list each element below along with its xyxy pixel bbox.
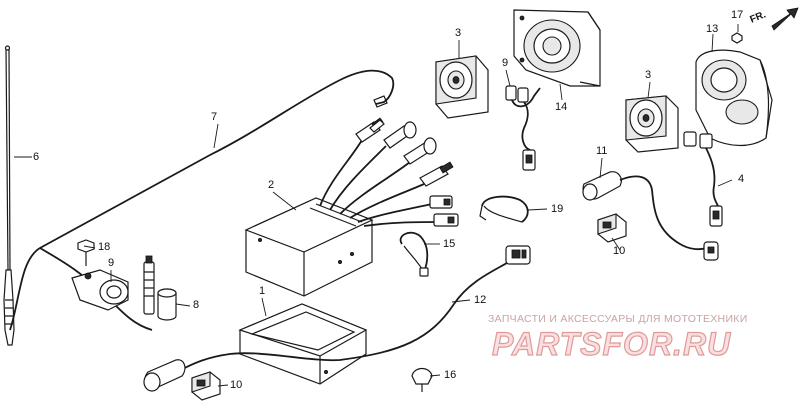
callout-14: 14 [555, 101, 568, 113]
callout-15: 15 [443, 238, 456, 250]
callout-1: 1 [259, 285, 266, 297]
speaker-right [625, 95, 679, 153]
mounting-case-1 [238, 303, 368, 385]
rubber-sleeve-8 [157, 288, 177, 321]
callout-11: 11 [596, 145, 608, 157]
watermark-tagline: ЗАПЧАСТИ И АКСЕССУАРЫ ДЛЯ МОТОТЕХНИКИ [488, 313, 748, 325]
connector-11 [582, 171, 719, 261]
speaker-harness-4 [683, 131, 723, 227]
callout-3-right: 3 [645, 69, 652, 81]
callout-16: 16 [444, 369, 457, 381]
callout-9-label: 9 [108, 257, 115, 269]
callout-18: 18 [98, 241, 111, 253]
callout-6: 6 [33, 151, 40, 163]
screw-17 [731, 32, 743, 44]
antenna-mount-bracket [71, 269, 129, 311]
watermark-logo: PARTSFOR.RU [491, 325, 732, 362]
clip-16 [411, 367, 433, 392]
callout-8: 8 [193, 299, 200, 311]
antenna-base-connector [143, 255, 155, 315]
speaker-cover-13 [695, 49, 773, 147]
antenna-cable-plug [373, 95, 388, 108]
cable-clamp-15 [399, 231, 429, 277]
speaker-left [435, 55, 489, 119]
socket-10-bottom [191, 371, 221, 401]
callout-10-right: 10 [613, 245, 626, 257]
callout-13: 13 [706, 23, 719, 35]
callout-2: 2 [268, 179, 275, 191]
speaker-housing-14 [513, 9, 601, 87]
unit-wiring-bundle [319, 117, 459, 227]
antenna-cable [9, 69, 395, 331]
antenna-rod [3, 45, 15, 346]
screw-18 [77, 239, 95, 266]
speaker-harness-5 [505, 85, 541, 171]
callout-19: 19 [551, 203, 564, 215]
callout-7: 7 [211, 111, 218, 123]
callout-17: 17 [731, 9, 744, 21]
callout-4: 4 [738, 173, 745, 185]
socket-10-right [597, 213, 627, 243]
leader-lines [14, 24, 739, 387]
audio-unit-2 [244, 197, 374, 297]
callout-5: 9 [502, 57, 509, 69]
front-arrow-icon [771, 7, 799, 31]
callout-3-left: 3 [455, 27, 462, 39]
callout-12: 12 [474, 294, 487, 306]
callout-10-bottom: 10 [230, 379, 243, 391]
harness-12 [143, 245, 531, 392]
cable-clip-19 [479, 195, 529, 223]
